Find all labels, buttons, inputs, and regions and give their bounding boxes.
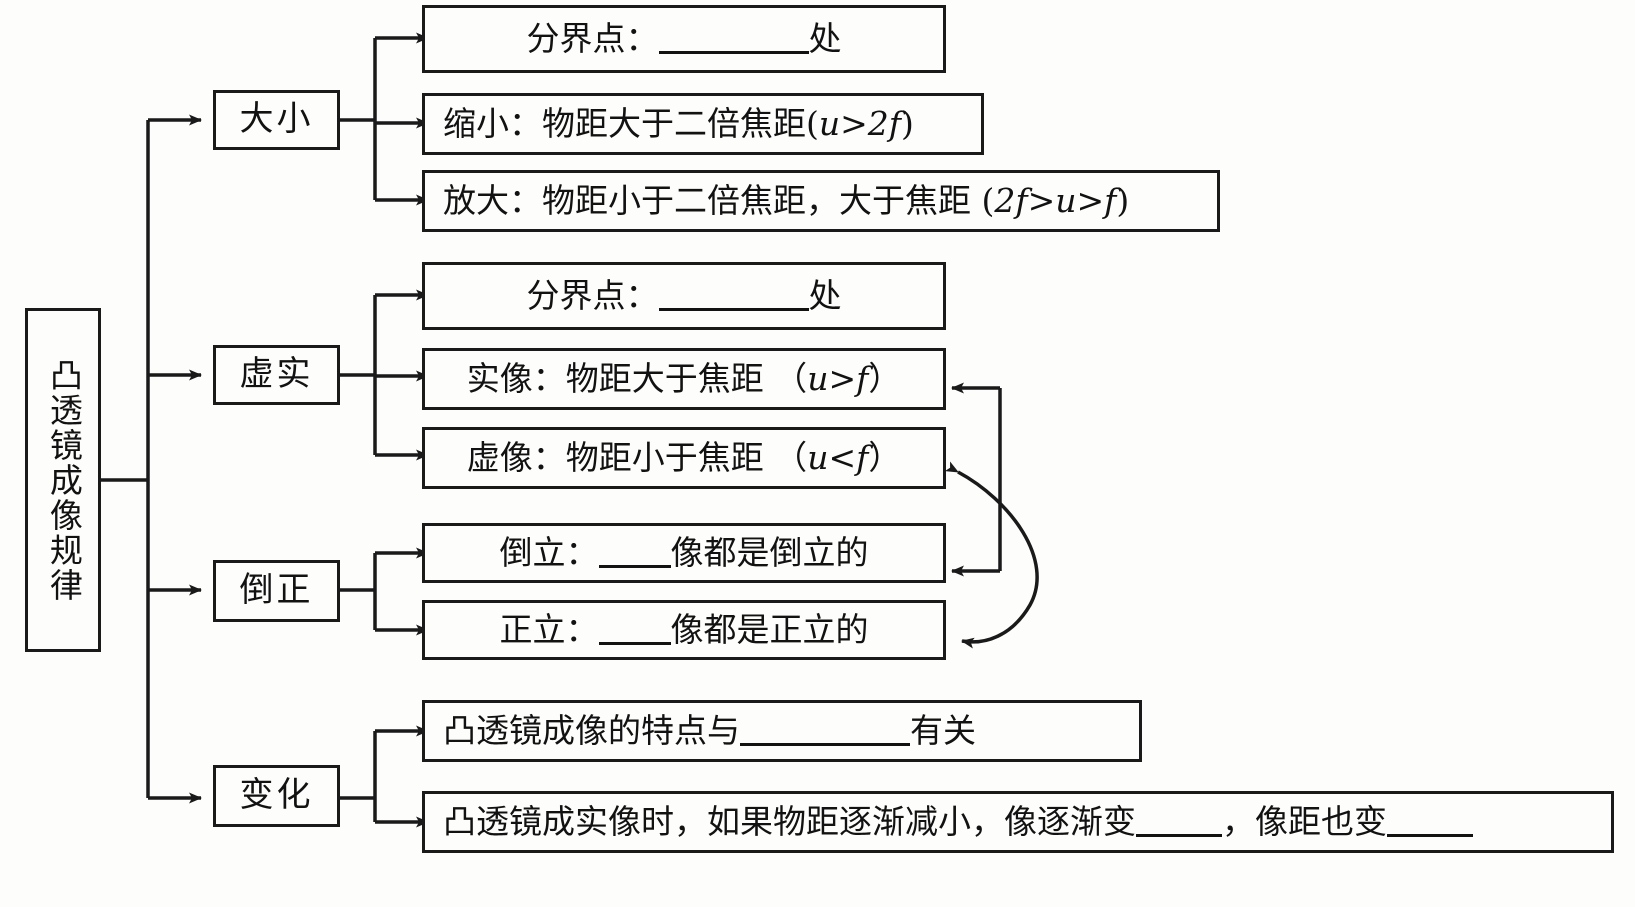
category-label-reality: 虚实 bbox=[239, 354, 314, 395]
leaf-size-enlarged[interactable]: 放大：物距小于二倍焦距，大于焦距 (2f>u>f) bbox=[422, 170, 1220, 232]
math-expression: u<f bbox=[807, 437, 869, 477]
leaf-real-image[interactable]: 实像：物距大于焦距 （u>f） bbox=[422, 348, 946, 410]
math-expression: u>2f bbox=[818, 103, 901, 143]
category-node-orientation[interactable]: 倒正 bbox=[213, 560, 340, 622]
blank-field[interactable] bbox=[598, 641, 671, 645]
leaf-size-boundary[interactable]: 分界点：处 bbox=[422, 5, 946, 73]
leaf-text: 倒立：像都是倒立的 bbox=[499, 532, 869, 572]
leaf-inverted[interactable]: 倒立：像都是倒立的 bbox=[422, 523, 946, 583]
leaf-reality-boundary[interactable]: 分界点：处 bbox=[422, 262, 946, 330]
category-label-size: 大小 bbox=[239, 99, 314, 140]
math-expression: 2f>u>f bbox=[994, 180, 1117, 220]
leaf-virtual-image[interactable]: 虚像：物距小于焦距 （u<f） bbox=[422, 427, 946, 489]
root-node[interactable]: 凸透镜成像规律 bbox=[25, 308, 101, 652]
leaf-text: 实像：物距大于焦距 （u>f） bbox=[466, 358, 902, 398]
root-label: 凸透镜成像规律 bbox=[44, 357, 84, 603]
leaf-text: 缩小：物距大于二倍焦距(u>2f) bbox=[443, 103, 914, 143]
blank-field[interactable] bbox=[598, 564, 671, 568]
crosslink-curve-virtual-upright bbox=[944, 461, 1039, 649]
leaf-change-trend[interactable]: 凸透镜成实像时，如果物距逐渐减小，像逐渐变，像距也变 bbox=[422, 791, 1614, 853]
blank-field[interactable] bbox=[1136, 833, 1222, 837]
category-label-change: 变化 bbox=[239, 775, 314, 816]
leaf-text: 凸透镜成像的特点与有关 bbox=[443, 710, 976, 750]
blank-field[interactable] bbox=[658, 307, 809, 311]
math-expression: u>f bbox=[807, 358, 869, 398]
leaf-text: 分界点：处 bbox=[526, 275, 842, 315]
leaf-text: 放大：物距小于二倍焦距，大于焦距 (2f>u>f) bbox=[443, 180, 1130, 220]
category-node-change[interactable]: 变化 bbox=[213, 765, 340, 827]
category-label-orientation: 倒正 bbox=[239, 570, 314, 611]
category-node-size[interactable]: 大小 bbox=[213, 90, 340, 150]
leaf-text: 凸透镜成实像时，如果物距逐渐减小，像逐渐变，像距也变 bbox=[443, 804, 1473, 840]
blank-field-2[interactable] bbox=[1387, 833, 1473, 837]
leaf-upright[interactable]: 正立：像都是正立的 bbox=[422, 600, 946, 660]
blank-field[interactable] bbox=[740, 742, 910, 746]
leaf-text: 正立：像都是正立的 bbox=[499, 609, 869, 649]
leaf-text: 分界点：处 bbox=[526, 18, 842, 58]
leaf-text: 虚像：物距小于焦距 （u<f） bbox=[466, 437, 902, 477]
category-node-reality[interactable]: 虚实 bbox=[213, 345, 340, 405]
leaf-size-reduced[interactable]: 缩小：物距大于二倍焦距(u>2f) bbox=[422, 93, 984, 155]
leaf-change-factor[interactable]: 凸透镜成像的特点与有关 bbox=[422, 700, 1142, 762]
blank-field[interactable] bbox=[658, 50, 809, 54]
